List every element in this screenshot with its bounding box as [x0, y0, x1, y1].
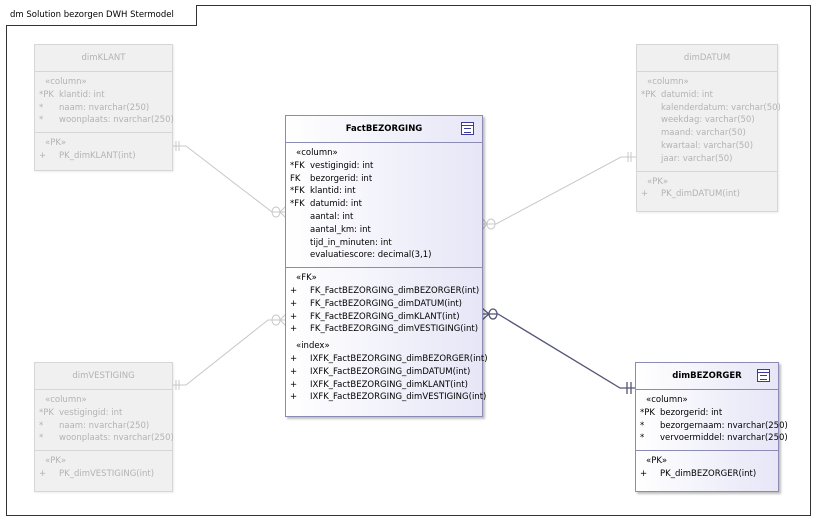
- column-row[interactable]: *vervoermiddel: nvarchar(250): [640, 433, 788, 444]
- column-row[interactable]: weekdag: varchar(50): [661, 115, 755, 126]
- diagram-title: dm Solution bezorgen DWH Stermodel: [6, 5, 197, 26]
- column-row[interactable]: *woonplaats: nvarchar(250): [39, 433, 174, 444]
- column-row[interactable]: evaluatiescore: decimal(3,1): [310, 250, 432, 261]
- entity-title: dimDATUM: [637, 45, 777, 72]
- entity-title: FactBEZORGING: [286, 116, 482, 143]
- link-klant-fact[interactable]: [172, 141, 287, 219]
- diagram-title-text: dm Solution bezorgen DWH Stermodel: [10, 10, 174, 20]
- operation-row[interactable]: +IXFK_FactBEZORGING_dimBEZORGER(int): [290, 353, 488, 364]
- operation-row[interactable]: +PK_dimVESTIGING(int): [39, 468, 155, 479]
- entity-title: dimKLANT: [35, 45, 172, 72]
- operation-row[interactable]: +PK_dimDATUM(int): [641, 189, 740, 200]
- entity-title-text: FactBEZORGING: [345, 124, 423, 134]
- column-row[interactable]: jaar: varchar(50): [661, 153, 733, 164]
- operation-row[interactable]: +PK_dimKLANT(int): [39, 150, 136, 161]
- operation-row[interactable]: +IXFK_FactBEZORGING_dimVESTIGING(int): [290, 392, 487, 403]
- diagram-frame: [6, 5, 811, 516]
- entity-title: dimBEZORGER: [636, 363, 778, 390]
- stereotype-label: «column»: [45, 77, 87, 87]
- column-row[interactable]: kalenderdatum: varchar(50): [661, 102, 781, 113]
- stereotype-label: «column»: [646, 395, 688, 405]
- operation-row[interactable]: +PK_dimBEZORGER(int): [640, 468, 757, 479]
- table-icon: [757, 369, 770, 382]
- operation-row[interactable]: +FK_FactBEZORGING_dimBEZORGER(int): [290, 285, 480, 296]
- pk-section: «PK» +PK_dimBEZORGER(int): [636, 451, 778, 486]
- column-row[interactable]: *naam: nvarchar(250): [39, 102, 150, 113]
- column-row[interactable]: *woonplaats: nvarchar(250): [39, 115, 174, 126]
- link-bezorger-fact[interactable]: [481, 307, 636, 394]
- entity-title: dimVESTIGING: [35, 363, 172, 390]
- pk-section: «PK» +PK_dimKLANT(int): [35, 133, 172, 168]
- column-row[interactable]: aantal: int: [310, 211, 354, 222]
- column-row[interactable]: *naam: nvarchar(250): [39, 420, 150, 431]
- column-row[interactable]: aantal_km: int: [310, 224, 371, 235]
- stereotype-label: «PK»: [646, 456, 668, 467]
- operation-row[interactable]: +FK_FactBEZORGING_dimKLANT(int): [290, 311, 460, 322]
- table-icon: [461, 122, 474, 135]
- pk-section: «PK» +PK_dimDATUM(int): [637, 172, 777, 207]
- entity-title-text: dimBEZORGER: [672, 371, 742, 381]
- column-row[interactable]: maand: varchar(50): [661, 128, 746, 139]
- operation-row[interactable]: +IXFK_FactBEZORGING_dimDATUM(int): [290, 366, 471, 377]
- operation-row[interactable]: +FK_FactBEZORGING_dimVESTIGING(int): [290, 324, 479, 335]
- link-vestiging-fact[interactable]: [172, 313, 287, 390]
- stereotype-label: «PK»: [45, 456, 67, 467]
- stereotype-label: «PK»: [45, 138, 67, 149]
- stereotype-label: «column»: [296, 148, 338, 158]
- column-row[interactable]: kwartaal: varchar(50): [661, 140, 754, 151]
- stereotype-label: «FK»: [296, 273, 317, 284]
- stereotype-label: «PK»: [647, 176, 669, 187]
- stereotype-label: «column»: [647, 77, 689, 87]
- operations-section: «FK» +FK_FactBEZORGING_dimBEZORGER(int) …: [286, 268, 488, 409]
- column-row[interactable]: tijd_in_minuten: int: [310, 237, 392, 248]
- link-datum-fact[interactable]: [481, 152, 637, 231]
- pk-section: «PK» +PK_dimVESTIGING(int): [35, 451, 172, 486]
- stereotype-label: «index»: [296, 341, 330, 352]
- operation-row[interactable]: +IXFK_FactBEZORGING_dimKLANT(int): [290, 379, 468, 390]
- stereotype-label: «column»: [45, 395, 87, 405]
- operation-row[interactable]: +FK_FactBEZORGING_dimDATUM(int): [290, 298, 462, 309]
- column-row[interactable]: *bezorgernaam: nvarchar(250): [640, 420, 788, 431]
